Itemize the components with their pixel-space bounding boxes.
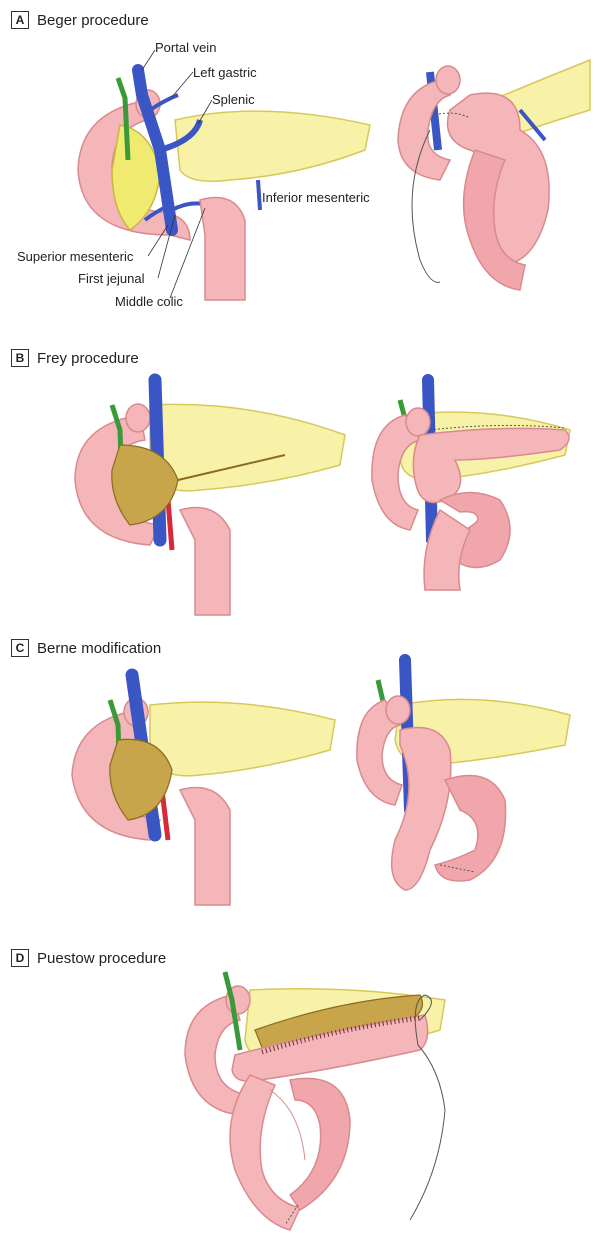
- panel-c-left-anatomy: [72, 675, 335, 905]
- panel-b-left-anatomy: [75, 380, 345, 615]
- panel-d-illustration: [0, 960, 597, 1245]
- panel-b-right-reconstruction: [372, 380, 570, 590]
- panel-b-illustration: [0, 360, 597, 620]
- panel-d-anatomy: [185, 972, 445, 1230]
- panel-c-illustration: [0, 650, 597, 910]
- panel-a-right-reconstruction: [398, 60, 590, 290]
- panel-a-left-anatomy: [78, 50, 370, 300]
- panel-c-right-reconstruction: [357, 660, 570, 890]
- panel-a-illustration: [0, 0, 597, 330]
